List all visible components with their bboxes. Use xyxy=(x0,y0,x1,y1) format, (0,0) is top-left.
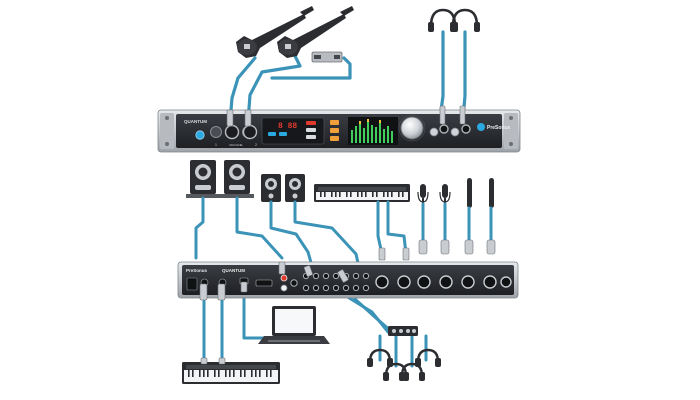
front-cables xyxy=(228,30,467,124)
studio-monitor-icon xyxy=(261,174,281,202)
monitor-cable-4 xyxy=(293,200,362,274)
level-meters xyxy=(348,117,398,145)
monitor-cable-1 xyxy=(194,196,205,260)
headphone-cable-2 xyxy=(461,30,467,120)
line-output-jacks xyxy=(302,272,370,292)
electric-guitar-icon xyxy=(236,6,314,58)
headphones-icon xyxy=(400,362,424,377)
headphones-icon xyxy=(416,348,440,363)
front-brand-left: QUANTUM xyxy=(184,119,207,124)
mono-button[interactable] xyxy=(330,128,339,133)
di-cable xyxy=(270,56,352,80)
word-clock-jack[interactable] xyxy=(290,279,298,287)
combo-jack-1[interactable] xyxy=(224,124,240,140)
knob-label-mic-line: MIC/LINE xyxy=(229,143,242,147)
condenser-microphone-icon xyxy=(417,184,429,204)
condenser-microphone-icon xyxy=(439,184,451,204)
front-plugs xyxy=(226,105,466,127)
headphone-jack-1[interactable] xyxy=(439,124,449,134)
studio-monitor-icon xyxy=(186,160,220,198)
rear-inserted-plugs xyxy=(199,261,349,301)
guitar-cable-2 xyxy=(246,54,302,124)
headphones-icon xyxy=(368,348,392,363)
front-rack-unit: QUANTUM 1 MIC/LINE 2 8 88 xyxy=(157,109,521,153)
monitor-cable-2 xyxy=(235,196,284,260)
mute-all-button[interactable] xyxy=(330,136,339,141)
display-readout: 8 88 xyxy=(278,122,297,131)
headphones-icon xyxy=(451,8,479,27)
monitor-cable-3 xyxy=(269,200,314,268)
laptop-icon xyxy=(258,306,330,344)
headphones-icon xyxy=(383,372,409,381)
mic-input-jacks xyxy=(375,275,512,289)
keyboard-controller-icon xyxy=(314,184,410,202)
phantom-button[interactable] xyxy=(279,132,287,136)
headphones-icon xyxy=(450,22,480,32)
keyboard-controller-icon xyxy=(182,357,280,384)
keyboard-cable-2 xyxy=(386,200,408,256)
headphone-level-knob-1[interactable] xyxy=(429,127,439,137)
mute-button[interactable] xyxy=(306,128,316,132)
mode-button[interactable] xyxy=(306,121,316,125)
electric-guitar-icon xyxy=(277,6,354,58)
laptop-cable xyxy=(242,288,272,340)
studio-monitor-icon xyxy=(285,174,305,202)
rear-brand-right: QUANTUM xyxy=(222,268,245,273)
power-button[interactable] xyxy=(195,130,205,140)
dim-button[interactable] xyxy=(306,135,316,139)
headphone-level-knob-2[interactable] xyxy=(450,127,460,137)
condenser-microphone-icon xyxy=(489,178,494,208)
rear-cables xyxy=(194,196,493,368)
combo-jack-2[interactable] xyxy=(242,124,258,140)
knob-label-1: 1 xyxy=(215,143,217,147)
studio-monitor-icon xyxy=(220,160,254,198)
knob-label-2: 2 xyxy=(255,143,257,147)
spdif-out-jack[interactable] xyxy=(280,284,288,292)
keyboard-cable-1 xyxy=(376,200,384,256)
di-box-icon xyxy=(311,51,343,63)
input-knob-1[interactable] xyxy=(210,126,222,138)
rear-brand-left: PreSonus xyxy=(186,268,208,273)
presonus-logo-icon xyxy=(477,123,485,131)
front-brand-right: PreSonus xyxy=(487,125,511,131)
talkback-button[interactable] xyxy=(330,120,339,125)
headphone-amplifier-icon xyxy=(388,326,418,336)
headphone-cable-1 xyxy=(438,30,445,120)
spdif-in-jack[interactable] xyxy=(280,274,288,282)
power-connector[interactable] xyxy=(186,277,198,291)
select-button[interactable] xyxy=(268,132,276,136)
headphones-icon xyxy=(384,362,408,377)
condenser-microphone-icon xyxy=(467,178,472,208)
headphones-icon xyxy=(415,358,441,367)
main-volume-knob[interactable] xyxy=(400,116,424,140)
adat-port[interactable] xyxy=(255,279,273,287)
headphone-jack-2[interactable] xyxy=(461,124,471,134)
headphones-icon xyxy=(399,372,425,381)
rear-plugs xyxy=(378,239,496,261)
